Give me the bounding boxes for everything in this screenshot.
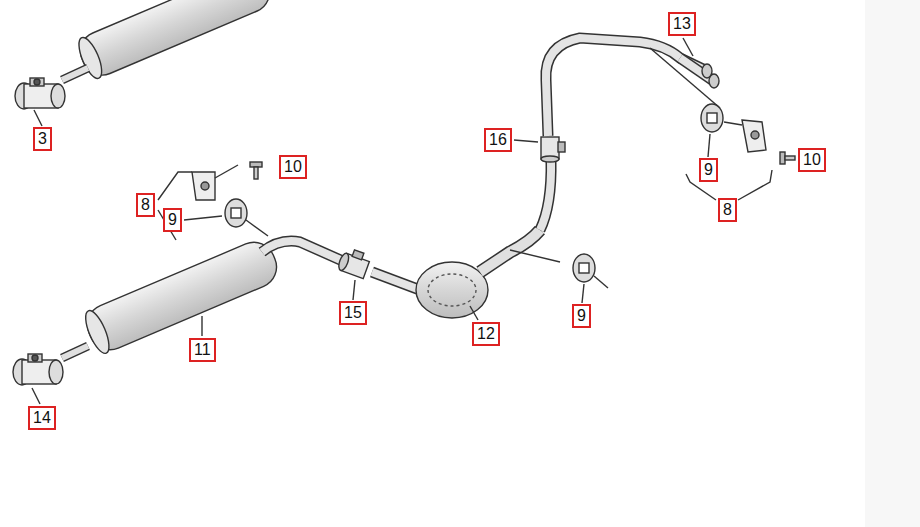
callout-number: 12 <box>472 322 500 346</box>
callout-number: 13 <box>668 12 696 36</box>
callout-number: 9 <box>699 158 718 182</box>
side-panel <box>865 0 920 527</box>
callout-number: 11 <box>189 338 216 362</box>
callout-number: 10 <box>798 148 826 172</box>
callout-number: 8 <box>136 193 155 217</box>
callout-number: 9 <box>163 208 182 232</box>
callout-number: 9 <box>572 304 591 328</box>
callout-number: 8 <box>718 198 737 222</box>
callout-number: 14 <box>28 406 56 430</box>
callout-number: 16 <box>484 128 512 152</box>
callout-number: 10 <box>279 155 307 179</box>
callout-number: 3 <box>33 127 52 151</box>
callout-number: 15 <box>339 301 367 325</box>
